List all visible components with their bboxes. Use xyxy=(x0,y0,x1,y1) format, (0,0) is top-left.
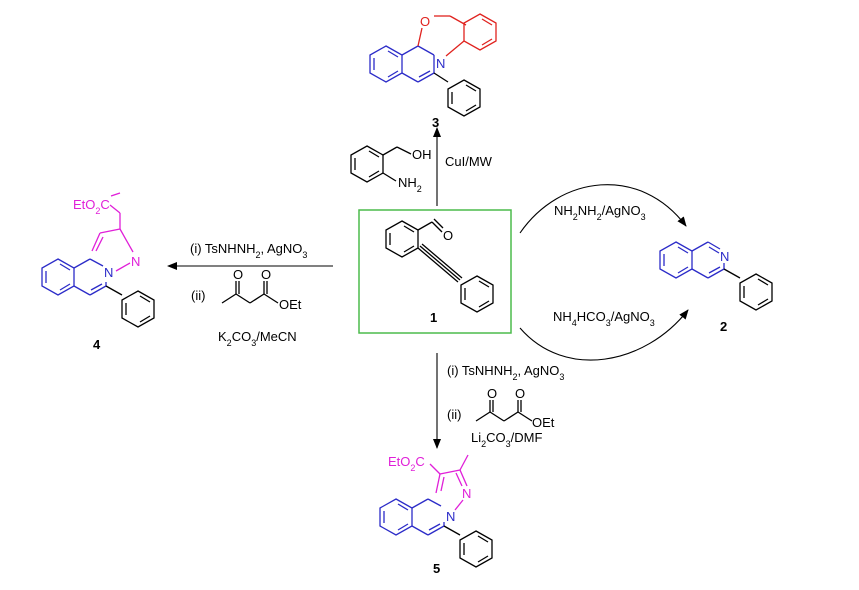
compound-1-phenyl xyxy=(460,275,494,313)
compound-3-phenyl xyxy=(433,72,481,117)
compound-2: N 2 xyxy=(659,241,773,334)
compound-2-label: 2 xyxy=(720,319,727,334)
compound-4-phenyl xyxy=(105,285,155,328)
reagent-5-ester-o: O xyxy=(515,386,525,401)
compound-4-n2: N xyxy=(131,254,140,269)
arrow-to-2-bottom xyxy=(519,309,689,361)
compound-5-pyrazole xyxy=(429,454,469,511)
compound-1-label: 1 xyxy=(430,310,437,325)
compound-1-aldehyde xyxy=(417,218,444,233)
reagent-5-step1: (i) TsNHNH2, AgNO3 xyxy=(447,363,564,382)
reagent-4-step2: (ii) xyxy=(191,288,205,303)
compound-4-n1: N xyxy=(104,265,113,280)
reagent-4-ethyl-acetoacetate: O O OEt xyxy=(221,267,302,312)
reagent-4-ester-o: O xyxy=(261,267,271,282)
compound-3: O N 3 xyxy=(369,13,497,130)
starting-material-box xyxy=(358,209,512,334)
compound-1-benzene xyxy=(385,220,419,258)
reagent-5-ketone-o: O xyxy=(487,386,497,401)
compound-3-oxazine xyxy=(417,13,497,57)
compound-4-isoquinoline xyxy=(41,258,107,296)
reagent-nh4hco3-agno3: NH4HCO3/AgNO3 xyxy=(553,309,655,328)
reagent-cui-mw: CuI/MW xyxy=(445,154,493,169)
reagent-5-step2: (ii) xyxy=(447,407,461,422)
reagent-hydrazine-agno3: NH2NH2/AgNO3 xyxy=(554,203,646,222)
compound-3-label: 3 xyxy=(432,115,439,130)
compound-2-phenyl xyxy=(723,268,773,311)
reagent-5-oet: OEt xyxy=(532,415,555,430)
arrow-to-2-top xyxy=(519,184,687,234)
compound-5: EtO2C N N xyxy=(379,454,493,576)
compound-5-phenyl xyxy=(443,525,493,568)
compound-4: EtO2C N N xyxy=(41,192,155,352)
reagent-5-ethyl-acetoacetate: O O OEt xyxy=(475,386,555,430)
compound-5-isoquinoline xyxy=(379,498,445,536)
reagent-4-ketone-o: O xyxy=(233,267,243,282)
compound-1: O 1 xyxy=(358,209,512,334)
compound-1-oxygen: O xyxy=(443,228,453,243)
compound-3-oxygen: O xyxy=(420,14,430,29)
compound-4-pyrazole xyxy=(91,192,134,272)
compound-2-nitrogen: N xyxy=(720,249,729,264)
reagent-nh2: NH2 xyxy=(398,175,422,194)
compound-2-isoquinoline xyxy=(659,241,725,279)
reagent-aminobenzyl-alcohol: OH NH2 xyxy=(350,145,432,194)
compound-5-n1: N xyxy=(446,509,455,524)
reagent-4-base: K2CO3/MeCN xyxy=(218,329,297,348)
compound-1-alkyne xyxy=(417,243,463,283)
compound-5-label: 5 xyxy=(433,561,440,576)
compound-4-label: 4 xyxy=(93,337,101,352)
compound-5-n2: N xyxy=(462,486,471,501)
reagent-4-step1: (i) TsNHNH2, AgNO3 xyxy=(190,241,307,260)
compound-4-ester: EtO2C xyxy=(73,197,110,216)
compound-5-ester: EtO2C xyxy=(388,454,425,473)
reagent-4-oet: OEt xyxy=(279,297,302,312)
compound-3-nitrogen: N xyxy=(436,56,445,71)
reagent-oh: OH xyxy=(412,147,432,162)
compound-3-isoquinoline xyxy=(369,45,435,83)
reagent-5-base: Li2CO3/DMF xyxy=(471,430,542,449)
